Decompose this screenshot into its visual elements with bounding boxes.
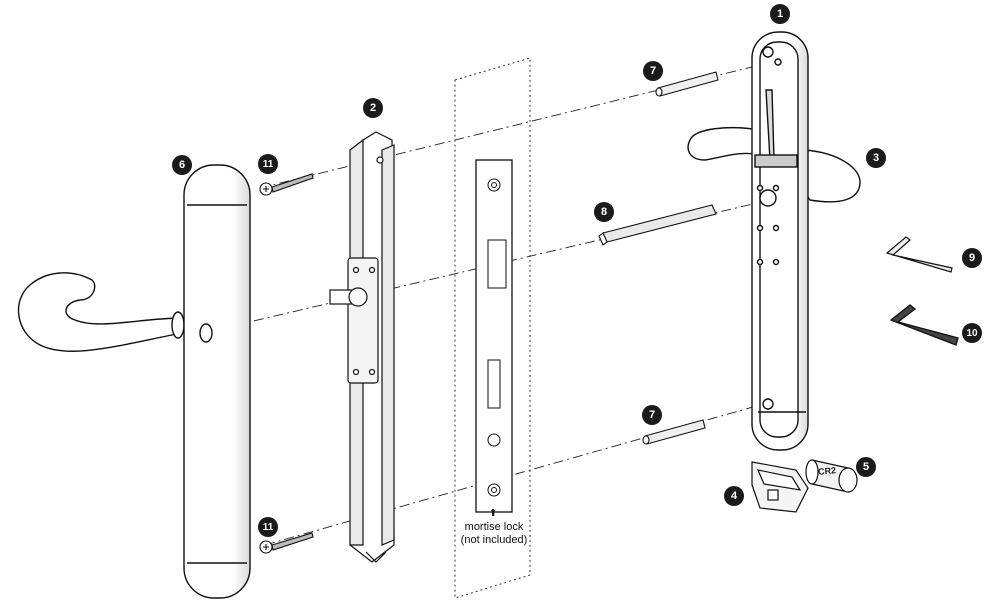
backplate-chassis: [329, 131, 395, 563]
arrow-up-icon: ⬆: [489, 508, 498, 519]
callout-6: 6: [172, 155, 192, 175]
pin-bottom: [642, 419, 706, 445]
callout-4: 4: [724, 486, 744, 506]
callout-2: 2: [363, 98, 383, 118]
screw-bottom: [259, 532, 314, 554]
battery-cover: [751, 461, 809, 513]
mortise-note: mortise lock (not included): [458, 521, 530, 547]
callout-1: 1: [770, 4, 790, 24]
screw-top: [259, 173, 314, 196]
smart-lock-body: [687, 31, 861, 451]
callout-10: 10: [962, 323, 982, 343]
callout-5: 5: [856, 457, 876, 477]
allen-key-large: [889, 304, 959, 346]
allen-key-small: [885, 236, 953, 273]
mortise-note-line2: (not included): [460, 534, 528, 546]
outer-handle-plate: [17, 164, 251, 599]
mortise-note-line1: mortise lock: [464, 521, 524, 533]
cr2-battery: [805, 459, 858, 493]
battery-label: CR2: [817, 465, 837, 477]
callout-11-bottom: 11: [258, 517, 278, 537]
callout-8: 8: [594, 202, 614, 222]
callout-11-top: 11: [258, 154, 278, 174]
callout-7-top: 7: [643, 61, 663, 81]
spindle: [598, 204, 717, 246]
pin-top: [655, 71, 719, 97]
callout-9: 9: [962, 248, 982, 268]
callout-7-bottom: 7: [642, 405, 662, 425]
callout-3: 3: [866, 148, 886, 168]
mortise-lock: [454, 57, 531, 599]
